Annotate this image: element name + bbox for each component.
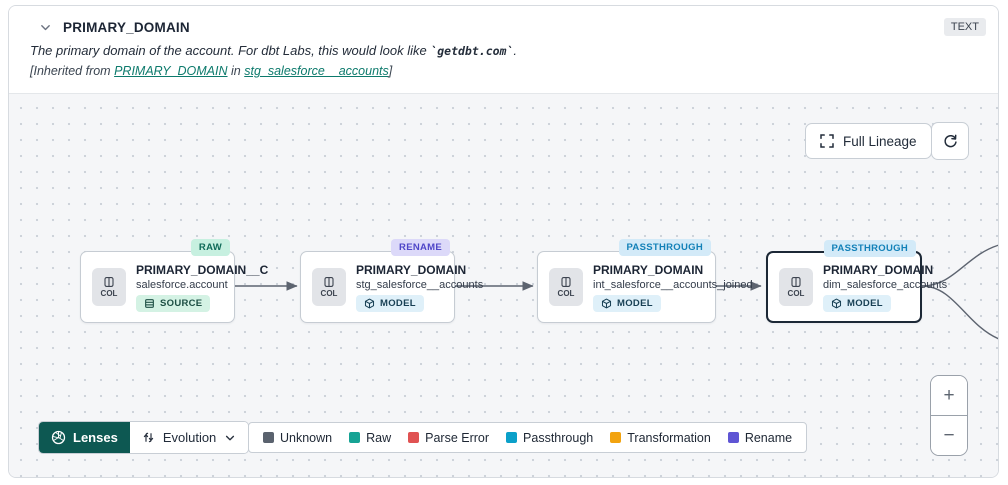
legend-label: Parse Error <box>425 430 490 445</box>
node-subtitle: stg_salesforce__accounts <box>356 278 484 291</box>
model-icon <box>601 298 612 308</box>
legend-swatch-passthrough <box>506 432 518 443</box>
model-icon <box>831 298 842 308</box>
resource-type-label: MODEL <box>847 297 883 309</box>
evolution-legend: Unknown Raw Parse Error Passthrough Tran… <box>248 422 808 453</box>
node-title: PRIMARY_DOMAIN__C <box>136 262 269 277</box>
col-chip-label: COL <box>557 289 575 298</box>
evolution-badge: RAW <box>190 239 230 256</box>
lenses-control: Lenses Evolution <box>38 421 250 454</box>
legend-label: Unknown <box>280 430 333 445</box>
model-icon <box>364 298 375 308</box>
full-lineage-button[interactable]: Full Lineage <box>805 123 932 159</box>
lineage-node-source[interactable]: RAW COL PRIMARY_DOMAIN__C salesforce.acc… <box>80 239 268 323</box>
inherited-note: [Inherited from PRIMARY_DOMAIN in stg_sa… <box>9 58 998 78</box>
node-subtitle: int_salesforce__accounts_joined <box>593 278 753 291</box>
type-badge: TEXT <box>943 18 986 36</box>
legend-item: Passthrough <box>506 431 593 445</box>
resource-type-label: SOURCE <box>160 297 203 309</box>
legend-item: Transformation <box>610 431 711 445</box>
lenses-button[interactable]: Lenses <box>39 422 130 453</box>
lenses-label: Lenses <box>73 430 118 445</box>
description-text: The primary domain of the account. For d… <box>30 43 431 58</box>
evolution-icon <box>143 432 154 443</box>
legend-swatch-parse-error <box>408 432 420 443</box>
refresh-button[interactable] <box>931 122 969 160</box>
legend-label: Raw <box>366 430 392 445</box>
legend-item: Rename <box>727 430 793 445</box>
column-lineage-panel: PRIMARY_DOMAIN TEXT The primary domain o… <box>8 5 999 478</box>
inherited-prefix: [Inherited from <box>30 64 115 78</box>
node-title: PRIMARY_DOMAIN <box>593 262 704 277</box>
node-title: PRIMARY_DOMAIN <box>823 262 934 277</box>
resource-type-chip: MODEL <box>823 294 891 312</box>
columns-icon <box>791 277 801 287</box>
resource-type-label: MODEL <box>617 297 653 309</box>
lens-aperture-icon <box>51 430 66 445</box>
columns-icon <box>561 277 571 287</box>
chevron-down-icon <box>226 435 235 440</box>
column-chip: COL <box>549 268 583 306</box>
column-chip: COL <box>312 268 346 306</box>
lineage-node-intermediate[interactable]: PASSTHROUGH COL PRIMARY_DOMAIN int_sales… <box>537 239 753 323</box>
source-icon <box>145 298 154 308</box>
lineage-node-staging[interactable]: RENAME COL PRIMARY_DOMAIN stg_salesforce… <box>300 239 483 323</box>
lineage-canvas[interactable]: Full Lineage RAW COL PRIMARY_DOMAIN__C s… <box>9 94 998 477</box>
inherited-suffix: ] <box>388 64 393 78</box>
legend-label: Rename <box>744 430 793 445</box>
column-description: The primary domain of the account. For d… <box>9 36 998 58</box>
col-chip-label: COL <box>100 289 118 298</box>
inherited-column-link[interactable]: PRIMARY_DOMAIN <box>114 64 228 78</box>
lens-dropdown[interactable]: Evolution <box>129 422 249 453</box>
legend-swatch-raw <box>349 432 361 443</box>
col-chip-label: COL <box>787 289 805 298</box>
column-chip: COL <box>92 268 126 306</box>
lineage-node-dim-selected[interactable]: PASSTHROUGH COL PRIMARY_DOMAIN dim_sales… <box>766 240 947 323</box>
legend-item: Parse Error <box>408 431 489 445</box>
legend-swatch-unknown <box>263 432 274 443</box>
node-subtitle: dim_salesforce_accounts <box>823 278 948 291</box>
expand-icon <box>820 134 834 148</box>
legend-item: Unknown <box>263 431 332 445</box>
zoom-controls: + − <box>930 375 968 456</box>
zoom-out-button[interactable]: − <box>931 416 967 455</box>
legend-swatch-rename <box>727 432 739 443</box>
inherited-model-link[interactable]: stg_salesforce__accounts <box>244 64 389 78</box>
legend-swatch-transformation <box>610 432 622 443</box>
evolution-badge: PASSTHROUGH <box>823 240 916 257</box>
legend-item: Raw <box>349 431 391 445</box>
resource-type-label: MODEL <box>380 297 416 309</box>
column-header: PRIMARY_DOMAIN TEXT The primary domain o… <box>9 6 998 94</box>
legend-label: Passthrough <box>523 430 594 445</box>
inherited-middle: in <box>227 64 245 78</box>
refresh-icon <box>943 134 957 147</box>
lens-selected-value: Evolution <box>162 430 217 445</box>
evolution-badge: PASSTHROUGH <box>618 239 711 256</box>
description-period: . <box>513 43 518 58</box>
column-chip: COL <box>779 268 813 306</box>
node-subtitle: salesforce.account <box>136 278 228 291</box>
columns-icon <box>324 277 334 287</box>
resource-type-chip: MODEL <box>593 294 661 312</box>
collapse-chevron-icon[interactable] <box>37 19 53 35</box>
col-chip-label: COL <box>320 289 338 298</box>
full-lineage-label: Full Lineage <box>843 133 917 149</box>
columns-icon <box>104 277 114 287</box>
resource-type-chip: MODEL <box>356 294 424 312</box>
resource-type-chip: SOURCE <box>136 294 211 312</box>
inline-code: `getdbt.com` <box>430 44 514 58</box>
node-title: PRIMARY_DOMAIN <box>356 262 467 277</box>
evolution-badge: RENAME <box>391 239 450 256</box>
legend-label: Transformation <box>627 430 711 445</box>
zoom-in-button[interactable]: + <box>931 376 967 416</box>
page-title: PRIMARY_DOMAIN <box>63 19 190 35</box>
